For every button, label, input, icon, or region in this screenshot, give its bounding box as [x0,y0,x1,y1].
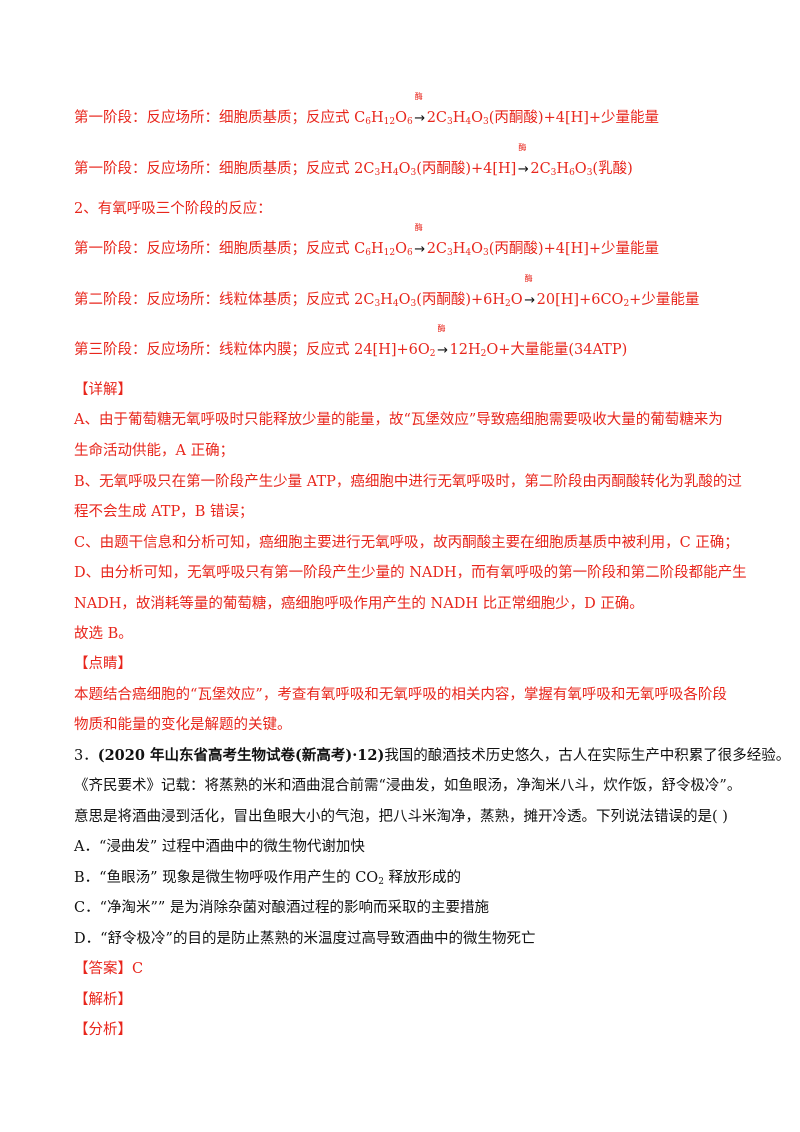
option-text: “净淘米”” 是为消除杂菌对酿酒过程的影响而采取的主要措施 [99,900,489,916]
detail-header: 【详解】 [74,382,132,398]
reaction-lhs: C6H12O6 [354,241,413,258]
reaction-arrow: 酶→ [414,223,426,258]
option-c: C．“净淘米”” 是为消除杂菌对酿酒过程的影响而采取的主要措施 [74,898,489,918]
detail-line: C、由题干信息和分析可知，癌细胞主要进行无氧呼吸，故丙酮酸主要在细胞质基质中被利… [74,535,739,551]
analysis-sub-header: 【分析】 [74,1022,132,1038]
reaction-prefix: 第一阶段：反应场所：细胞质基质；反应式 [74,241,355,257]
detail-line: 程不会生成 ATP，B 错误； [74,504,254,520]
question-stem-line: 意思是将酒曲浸到活化，冒出鱼眼大小的气泡，把八斗米淘净，蒸熟，摊开冷透。下列说法… [74,809,728,825]
question-stem-line: 《齐民要术》记载：将蒸熟的米和酒曲混合前需“浸曲发，如鱼眼汤，净淘米八斗，炊作饭… [74,778,742,794]
enzyme-label: 酶 [414,223,423,232]
detail-line: A、由于葡萄糖无氧呼吸时只能释放少量的能量，故“瓦堡效应”导致癌细胞需要吸收大量… [74,412,723,428]
reaction-arrow: 酶→ [437,324,448,359]
enzyme-label: 酶 [518,143,527,152]
enzyme-label: 酶 [414,92,423,101]
option-text: “舒令极冷”的目的是防止蒸熟的米温度过高导致酒曲中的微生物死亡 [100,931,536,947]
reaction-rhs: 12H2O+大量能量(34ATP) [449,342,628,359]
analysis-header: 【解析】 [74,992,132,1008]
option-label: A． [74,839,99,855]
reaction-lhs: 2C3H4O3(丙酮酸)+6H2O [354,292,523,309]
reaction-rhs: 2C3H4O3(丙酮酸)+4[H]+少量能量 [426,241,660,258]
option-d: D．“舒令极冷”的目的是防止蒸熟的米温度过高导致酒曲中的微生物死亡 [74,929,535,949]
reaction-lhs: C6H12O6 [354,110,413,127]
answer-line: 【答案】C [74,959,143,979]
detail-line: NADH，故消耗等量的葡萄糖，癌细胞呼吸作用产生的 NADH 比正常细胞少，D … [74,596,644,612]
question-source: (2020 年山东省高考生物试卷(新高考)·12) [97,747,385,764]
comment-line: 物质和能量的变化是解题的关键。 [74,717,292,733]
question-stem: 3．(2020 年山东省高考生物试卷(新高考)·12)我国的酿酒技术历史悠久，古… [74,746,790,766]
reaction-arrow: 酶→ [414,92,426,127]
option-text: “浸曲发” 过程中酒曲中的微生物代谢加快 [98,839,365,855]
option-label: D． [74,931,101,947]
enzyme-label: 酶 [524,274,533,283]
detail-line: 故选 B。 [74,626,133,642]
reaction-rhs: 2C3H6O3(乳酸) [530,161,633,178]
option-a: A．“浸曲发” 过程中酒曲中的微生物代谢加快 [74,837,365,857]
detail-line: D、由分析可知，无氧呼吸只有第一阶段产生少量的 NADH，而有氧呼吸的第一阶段和… [74,565,747,581]
reaction-rhs: 20[H]+6CO2+少量能量 [536,292,700,309]
reaction-prefix: 第二阶段：反应场所：线粒体基质；反应式 [74,292,355,308]
option-label: B． [74,870,100,886]
comment-line: 本题结合癌细胞的“瓦堡效应”，考查有氧呼吸和无氧呼吸的相关内容，掌握有氧呼吸和无… [74,687,727,703]
reaction-prefix: 第三阶段：反应场所：线粒体内膜；反应式 [74,342,355,358]
option-label: C． [74,900,100,916]
answer-header: 【答案】 [74,961,132,977]
detail-line: B、无氧呼吸只在第一阶段产生少量 ATP，癌细胞中进行无氧呼吸时，第二阶段由丙酮… [74,474,742,490]
reaction-lhs: 24[H]+6O2 [354,342,436,359]
aerobic-title: 2、有氧呼吸三个阶段的反应： [74,201,272,217]
question-stem-first: 我国的酿酒技术历史悠久，古人在实际生产中积累了很多经验。 [384,748,791,764]
reaction-arrow: 酶→ [517,143,529,178]
option-text: “鱼眼汤” 现象是微生物呼吸作用产生的 CO2 释放形成的 [99,870,462,887]
enzyme-label: 酶 [437,324,446,333]
reaction-prefix: 第一阶段：反应场所：细胞质基质；反应式 [74,161,355,177]
reaction-arrow: 酶→ [524,274,536,309]
reaction-prefix: 第一阶段：反应场所：细胞质基质；反应式 [74,110,355,126]
reaction-line-anaerobic-2: 第一阶段：反应场所：细胞质基质；反应式 2C3H4O3(丙酮酸)+4[H]酶→2… [74,143,633,180]
option-b: B．“鱼眼汤” 现象是微生物呼吸作用产生的 CO2 释放形成的 [74,868,461,888]
detail-line: 生命活动供能，A 正确； [74,443,235,459]
reaction-lhs: 2C3H4O3(丙酮酸)+4[H] [354,161,517,178]
question-number: 3． [74,748,98,764]
reaction-rhs: 2C3H4O3(丙酮酸)+4[H]+少量能量 [426,110,660,127]
comment-header: 【点睛】 [74,656,132,672]
answer-value: C [132,961,144,977]
